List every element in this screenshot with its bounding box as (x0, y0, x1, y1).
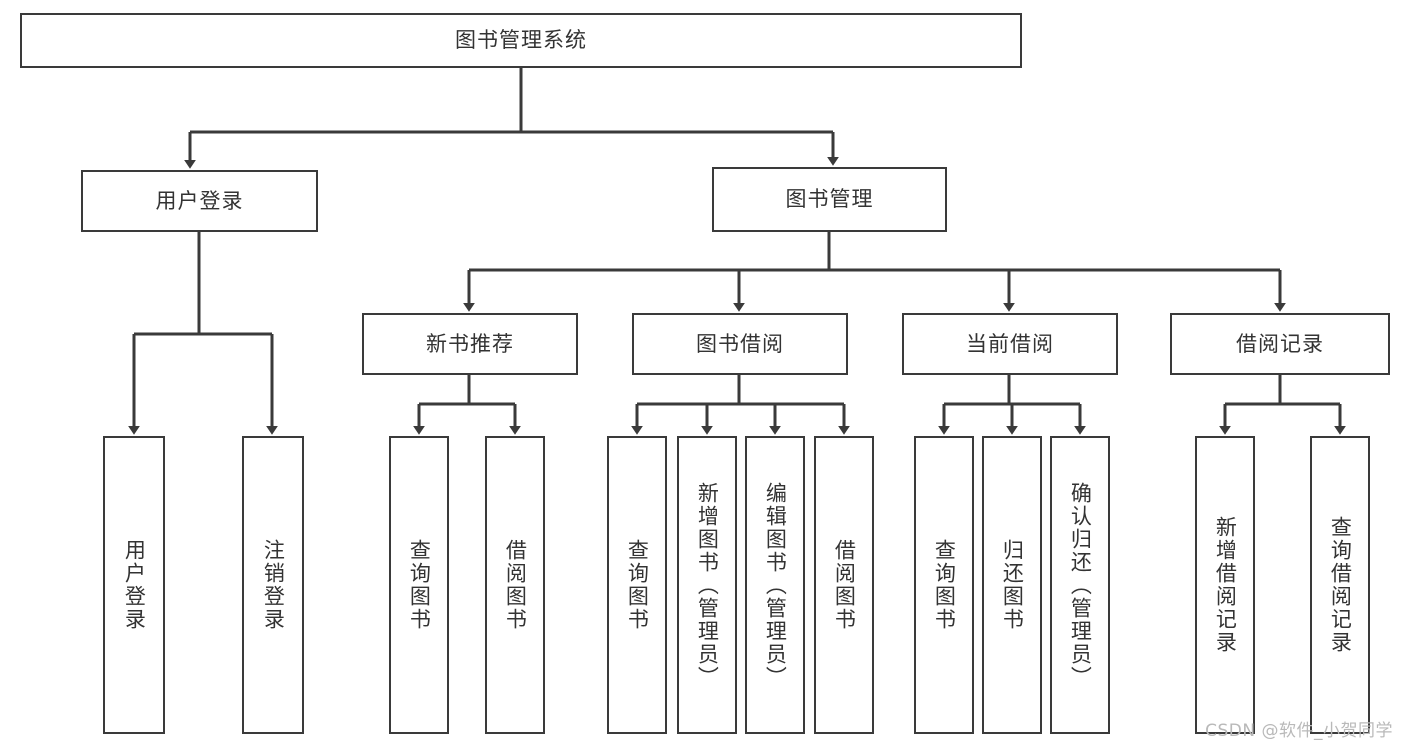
node-book-management-label: 图书管理 (785, 187, 874, 211)
leaf-query-book-borrow-label: 查询图书 (625, 539, 650, 631)
node-user-login-label: 用户登录 (155, 188, 244, 213)
leaf-add-borrow-record-label: 新增借阅记录 (1213, 516, 1238, 654)
leaf-query-book-borrow[interactable]: 查询图书 (607, 436, 667, 734)
node-current-borrow[interactable]: 当前借阅 (902, 313, 1118, 375)
leaf-add-book-admin-label: 新增图书（管理员） (695, 481, 720, 689)
leaf-add-book-admin[interactable]: 新增图书（管理员） (677, 436, 737, 734)
leaf-borrow-book-newbook[interactable]: 借阅图书 (485, 436, 545, 734)
node-book-borrow-label: 图书借阅 (696, 331, 784, 356)
leaf-query-book-current-label: 查询图书 (932, 539, 957, 631)
node-current-borrow-label: 当前借阅 (966, 331, 1054, 356)
leaf-confirm-return-admin[interactable]: 确认归还（管理员） (1050, 436, 1110, 734)
leaf-borrow-book-newbook-label: 借阅图书 (503, 539, 528, 631)
leaf-query-borrow-record[interactable]: 查询借阅记录 (1310, 436, 1370, 734)
node-user-login[interactable]: 用户登录 (81, 170, 318, 232)
leaf-confirm-return-admin-label: 确认归还（管理员） (1068, 481, 1093, 689)
node-new-book-recommend-label: 新书推荐 (426, 331, 514, 356)
leaf-return-book-label: 归还图书 (1000, 539, 1025, 631)
leaf-query-book-newbook-label: 查询图书 (407, 539, 432, 631)
node-book-management[interactable]: 图书管理 (712, 167, 947, 232)
leaf-query-borrow-record-label: 查询借阅记录 (1328, 516, 1353, 654)
watermark: CSDN @软件_小贺同学 (1205, 721, 1393, 741)
node-borrow-record[interactable]: 借阅记录 (1170, 313, 1390, 375)
node-new-book-recommend[interactable]: 新书推荐 (362, 313, 578, 375)
leaf-logout-label: 注销登录 (261, 539, 286, 631)
leaf-logout[interactable]: 注销登录 (242, 436, 304, 734)
leaf-return-book[interactable]: 归还图书 (982, 436, 1042, 734)
leaf-user-login-label: 用户登录 (122, 539, 147, 631)
leaf-edit-book-admin[interactable]: 编辑图书（管理员） (745, 436, 805, 734)
leaf-query-book-current[interactable]: 查询图书 (914, 436, 974, 734)
leaf-borrow-book[interactable]: 借阅图书 (814, 436, 874, 734)
node-root-label: 图书管理系统 (455, 28, 587, 52)
node-book-borrow[interactable]: 图书借阅 (632, 313, 848, 375)
leaf-user-login[interactable]: 用户登录 (103, 436, 165, 734)
leaf-add-borrow-record[interactable]: 新增借阅记录 (1195, 436, 1255, 734)
leaf-query-book-newbook[interactable]: 查询图书 (389, 436, 449, 734)
leaf-borrow-book-label: 借阅图书 (832, 539, 857, 631)
node-borrow-record-label: 借阅记录 (1236, 331, 1324, 356)
leaf-edit-book-admin-label: 编辑图书（管理员） (763, 481, 788, 689)
node-root[interactable]: 图书管理系统 (20, 13, 1022, 68)
